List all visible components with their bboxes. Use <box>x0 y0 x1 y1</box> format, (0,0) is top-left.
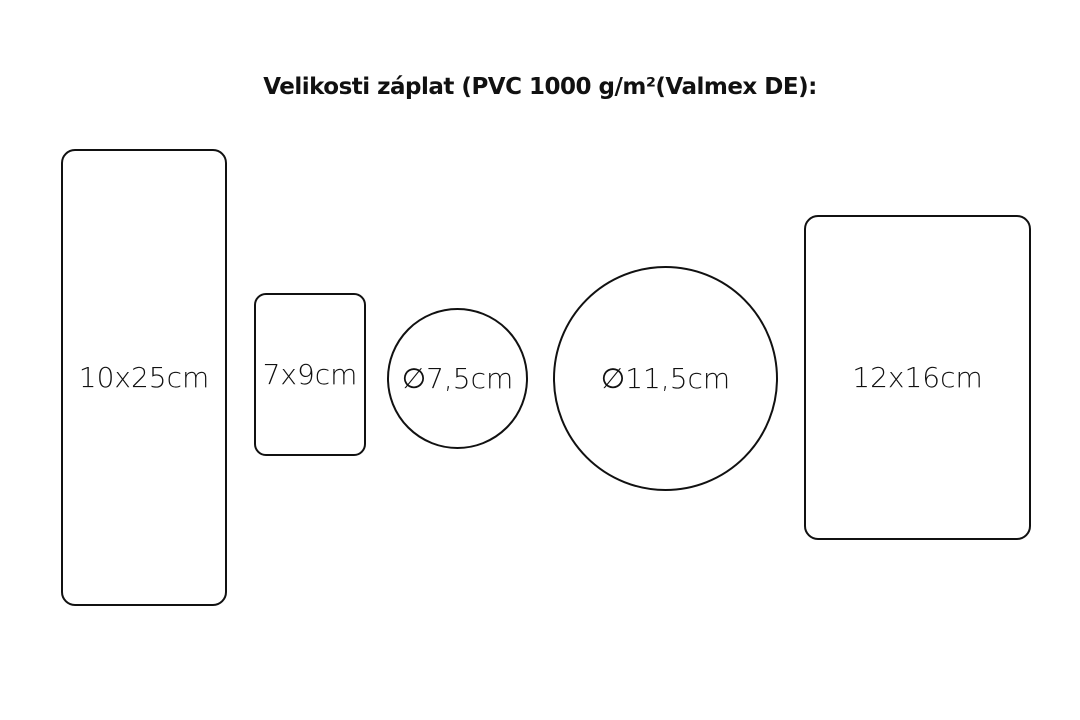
patch-label: ∅11,5cm <box>600 362 731 395</box>
diagram-title: Velikosti záplat (PVC 1000 g/m²(Valmex D… <box>263 74 817 100</box>
patch-label: 12x16cm <box>852 361 983 394</box>
patch-rectangle-10x25: 10x25cm <box>61 149 227 606</box>
patch-label: ∅7,5cm <box>401 362 514 395</box>
patch-rectangle-12x16: 12x16cm <box>804 215 1031 540</box>
patch-circle-7-5: ∅7,5cm <box>387 308 528 449</box>
patch-rectangle-7x9: 7x9cm <box>254 293 366 456</box>
patch-label: 10x25cm <box>78 361 210 394</box>
patch-circle-11-5: ∅11,5cm <box>553 266 778 491</box>
patch-label: 7x9cm <box>262 358 358 391</box>
